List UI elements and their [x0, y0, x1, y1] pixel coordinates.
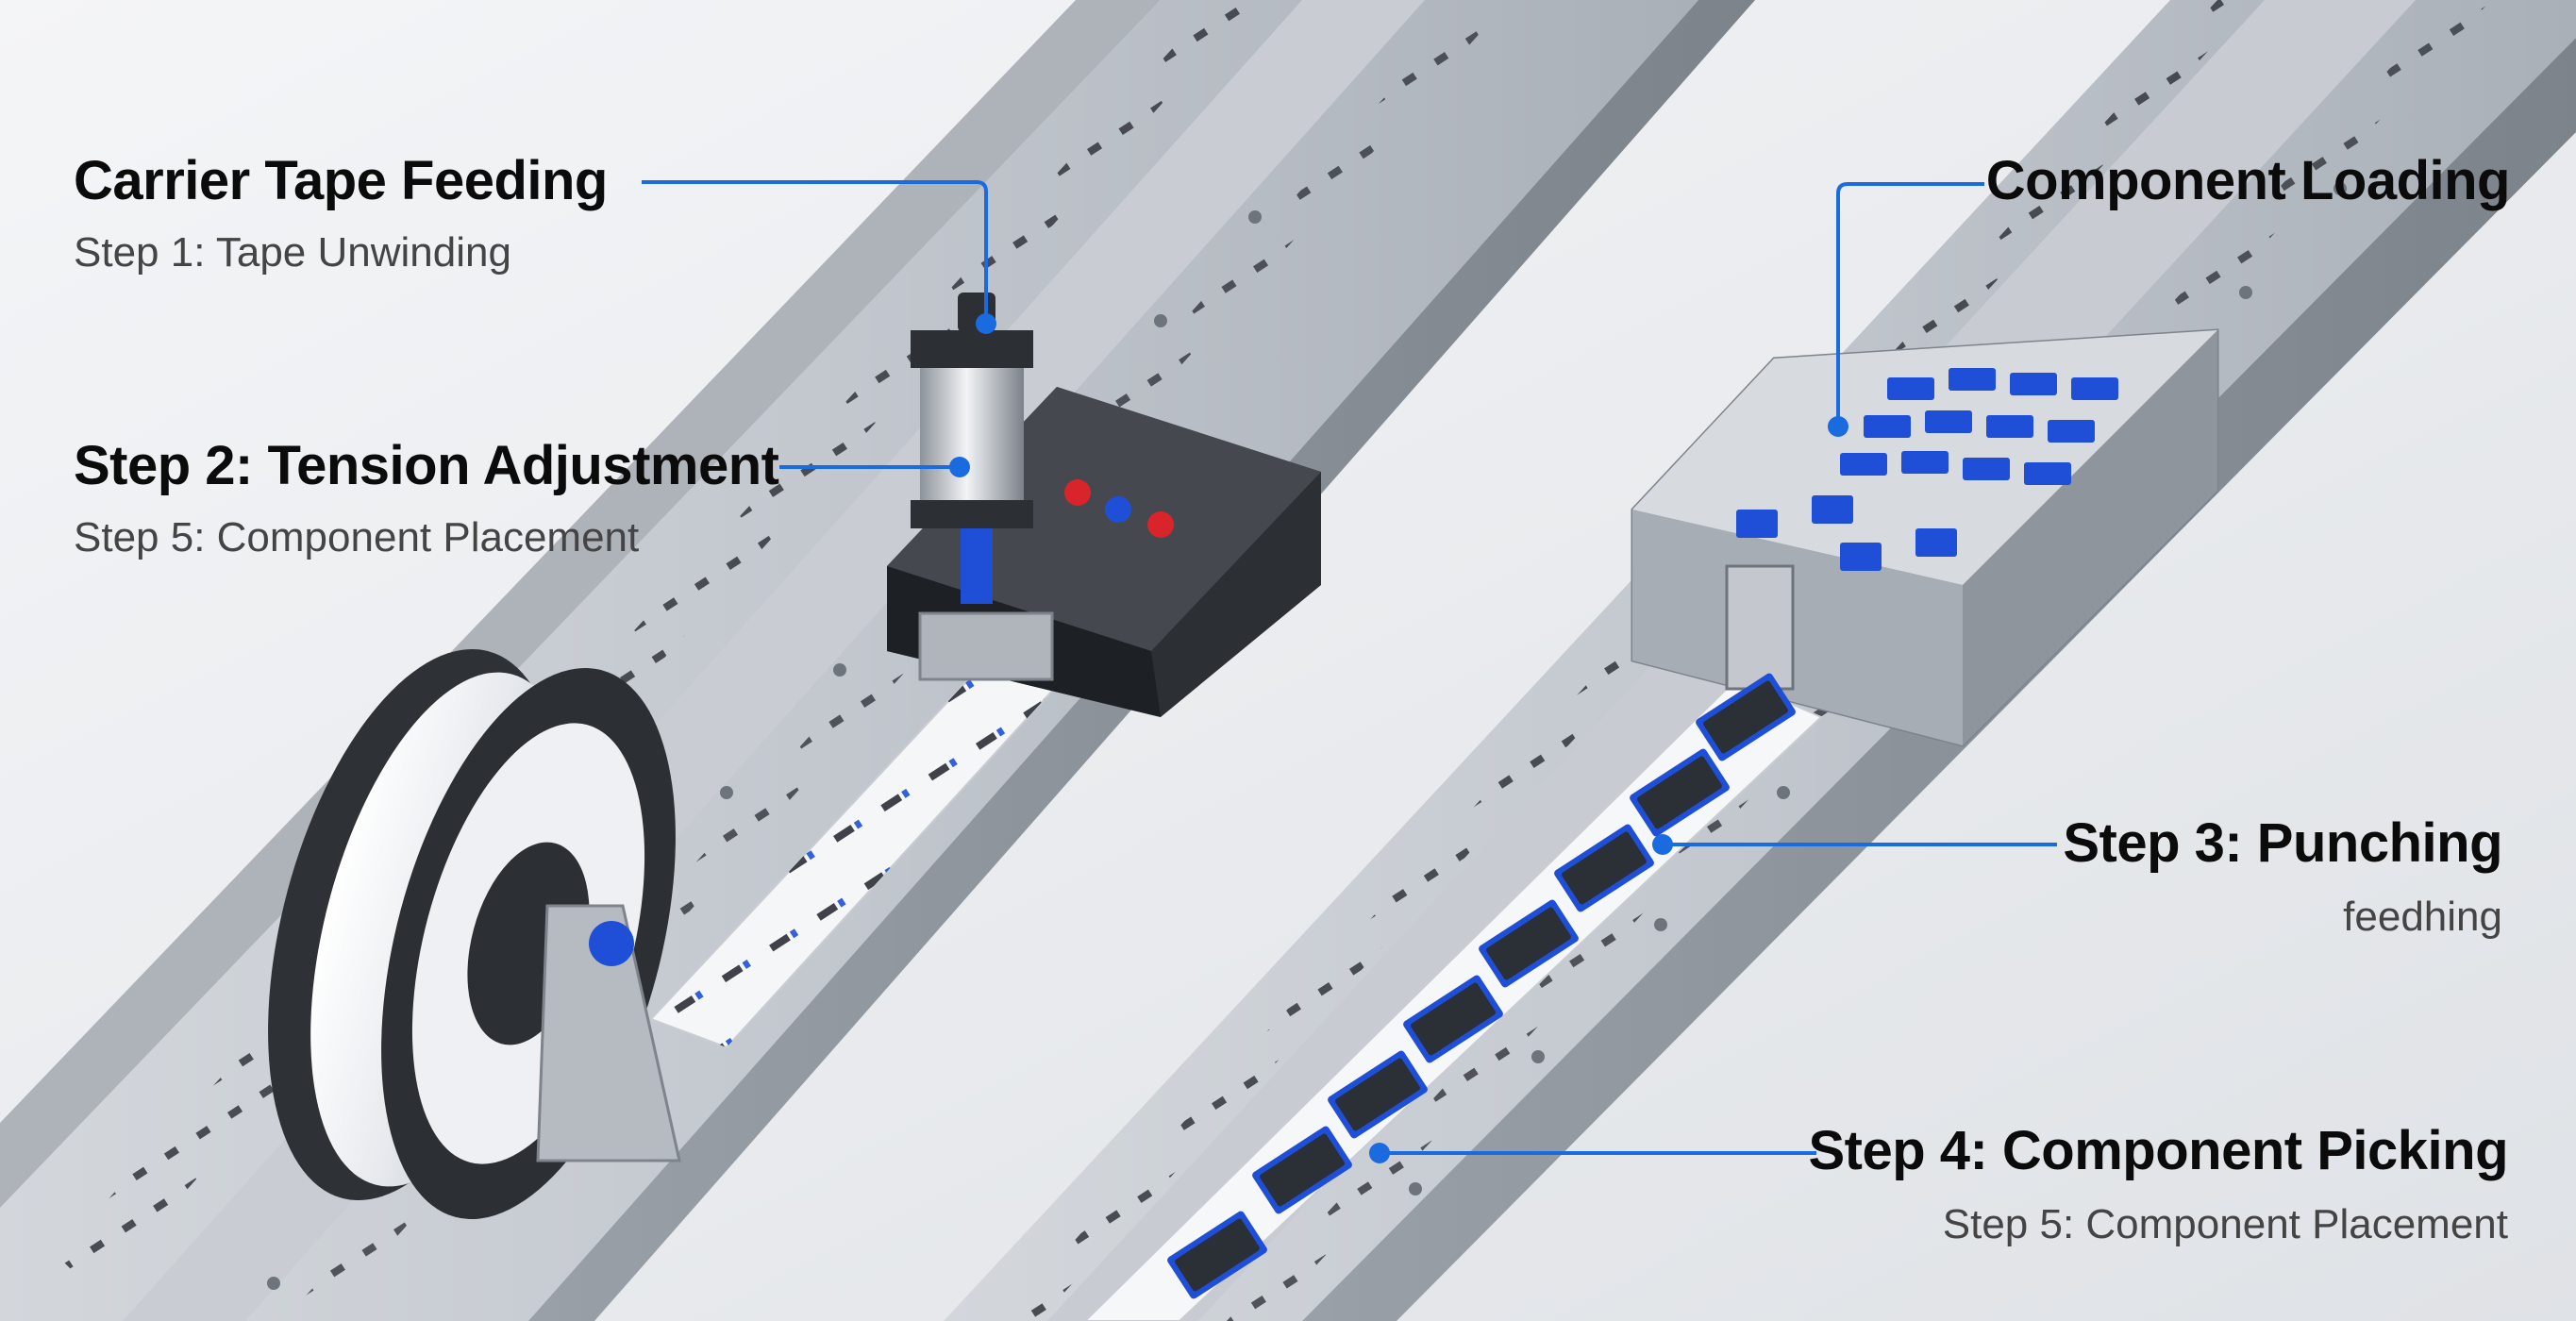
chip-row — [1167, 748, 1730, 1299]
component-picking-subtitle: Step 5: Component Placement — [1942, 1201, 2508, 1247]
press-icon — [887, 293, 1321, 717]
callout-lines — [642, 180, 2057, 1155]
tension-adjustment-title: Step 2: Tension Adjustment — [74, 435, 779, 496]
carrier-tape-feeding-subtitle: Step 1: Tape Unwinding — [74, 229, 511, 276]
carrier-tape-feeding-label: Carrier Tape Feeding Step 1: Tape Unwind… — [74, 149, 608, 276]
carrier-tape-feeding-title: Carrier Tape Feeding — [74, 150, 608, 211]
punching-title: Step 3: Punching — [2063, 812, 2502, 874]
chip-icon — [1630, 748, 1730, 837]
chip-icon — [1252, 1126, 1352, 1214]
reel-icon — [268, 648, 681, 1220]
component-loading-label: Component Loading — [1985, 149, 2511, 212]
component-picking-label: Step 4: Component Picking Step 5: Compon… — [1808, 1119, 2508, 1248]
chip-icon — [1328, 1050, 1428, 1139]
chip-icon — [1167, 1211, 1267, 1299]
punching-label: Step 3: Punching feedhing — [2063, 811, 2502, 941]
component-picking-title: Step 4: Component Picking — [1808, 1120, 2508, 1181]
component-hopper-icon — [1631, 328, 2219, 761]
callout-component-loading — [1836, 182, 1984, 425]
component-loading-title: Component Loading — [1985, 150, 2511, 211]
callout-dots — [949, 313, 1848, 1163]
chip-icon — [1479, 899, 1579, 988]
tension-adjustment-subtitle: Step 5: Component Placement — [74, 514, 640, 560]
chip-icon — [1403, 975, 1503, 1063]
chip-icon — [1554, 824, 1654, 912]
punching-subtitle: feedhing — [2343, 894, 2502, 940]
callout-carrier-tape — [642, 180, 988, 321]
tension-adjustment-label: Step 2: Tension Adjustment Step 5: Compo… — [74, 434, 779, 561]
chip-icon — [1696, 673, 1796, 761]
